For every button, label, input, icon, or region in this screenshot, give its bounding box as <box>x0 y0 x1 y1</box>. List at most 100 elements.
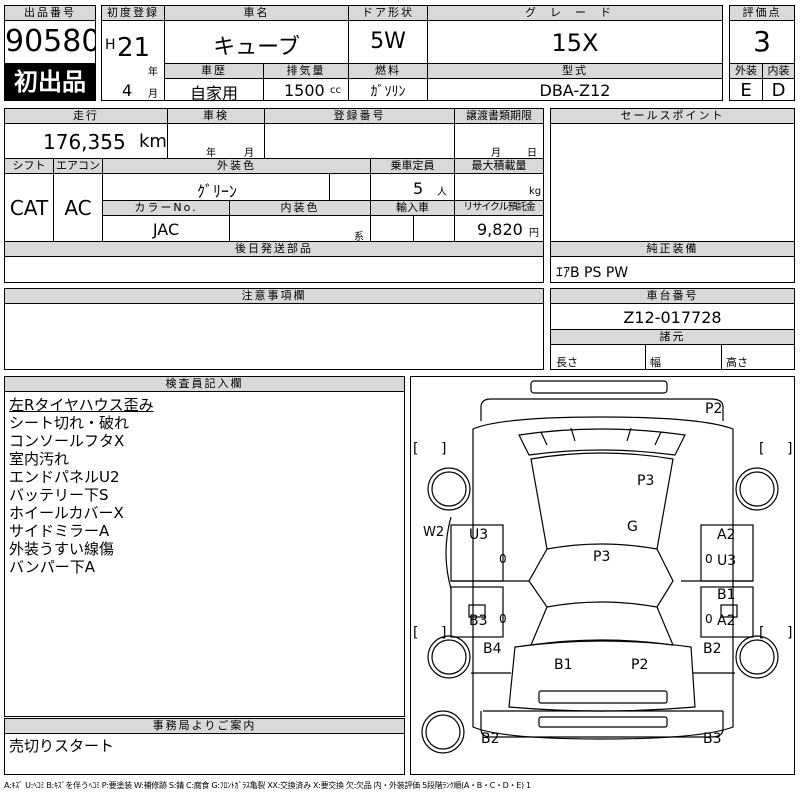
inspector-line: エンドパネルU2 <box>9 468 120 486</box>
car-outline <box>421 380 779 754</box>
genuine-equipment-label: 純正装備 <box>550 241 795 257</box>
lot-number-box: 90580 <box>4 20 96 64</box>
registration-month-unit: 月 <box>148 89 158 100</box>
transfer-docs-label: 譲渡書類期限 <box>454 108 544 124</box>
inspector-box: 左Rタイヤハウス歪み シート切れ・破れ コンソールフタX 室内汚れ エンドパネル… <box>4 391 405 717</box>
dimensions-box: 長さ 幅 高さ <box>550 344 795 370</box>
bracket: ] <box>441 625 447 641</box>
genuine-equipment-box: ｴｱB PS PW <box>550 256 795 283</box>
registration-year-unit: 年 <box>148 67 158 78</box>
damage-mark: B3 <box>703 731 722 747</box>
later-parts-label: 後日発送部品 <box>4 241 544 257</box>
zero-mark: 0 <box>499 612 507 626</box>
aircon-label: エアコン <box>53 158 103 174</box>
inspection-year-unit: 年 <box>206 148 216 159</box>
model-type-box: DBA-Z12 <box>427 78 723 101</box>
mileage-value: 176,355 <box>43 130 126 154</box>
inspector-line: バンパー下A <box>9 558 96 576</box>
inspection-label: 車検 <box>167 108 265 124</box>
history-box: 自家用 <box>164 78 264 103</box>
registration-year: 21 <box>117 33 151 63</box>
damage-mark: P2 <box>631 657 649 673</box>
recycle-unit: 円 <box>529 228 539 239</box>
reg-number-box <box>264 123 455 159</box>
lot-label: 出品番号 <box>4 5 96 21</box>
inspector-line: サイドミラーA <box>9 522 110 540</box>
transfer-docs-day-unit: 日 <box>527 148 537 159</box>
recycle-label: リサイクル預託金 <box>454 200 544 216</box>
import-label: 輸入車 <box>370 200 455 216</box>
bracket: [ <box>413 625 419 641</box>
inspector-line: 室内汚れ <box>9 450 70 468</box>
fuel-label: 燃料 <box>348 63 428 79</box>
displacement-box: 1500 cc <box>263 78 349 101</box>
model-type-label: 型式 <box>427 63 723 79</box>
bracket: ] <box>787 625 793 641</box>
notes-box <box>4 303 544 370</box>
damage-mark: B3 <box>469 613 488 629</box>
bracket: [ <box>759 625 765 641</box>
ext-color-label: 外装色 <box>102 158 371 174</box>
interior-grade-box: D <box>762 78 795 101</box>
inspector-line: 左Rタイヤハウス歪み <box>9 396 154 414</box>
damage-mark: B2 <box>481 731 500 747</box>
mileage-unit: km <box>139 131 167 152</box>
damage-mark: A2 <box>717 527 736 543</box>
dimensions-length: 長さ <box>556 356 578 369</box>
inspection-month-unit: 月 <box>244 148 254 159</box>
dimensions-height: 高さ <box>726 356 748 369</box>
inspector-line: ホイールカバーX <box>9 504 124 522</box>
car-diagram: [ ] [ ] [ ] [ ] 0 0 0 0 P2 P3 W2 U3 G A2… <box>410 376 795 775</box>
inspector-line: 外装うすい線傷 <box>9 540 115 558</box>
car-name-value: キューブ <box>213 35 300 60</box>
capacity-label: 乗車定員 <box>370 158 455 174</box>
capacity-value: 5 <box>413 179 424 198</box>
door-value: 5W <box>370 29 406 54</box>
score-box: 3 <box>729 20 795 64</box>
first-listing-text: 初出品 <box>14 68 86 96</box>
first-listing-badge: 初出品 <box>4 63 96 101</box>
inspector-line: バッテリー下S <box>9 486 109 504</box>
bracket: [ <box>759 441 765 457</box>
import-box <box>370 215 455 242</box>
chassis-value: Z12-017728 <box>623 308 722 327</box>
office-box: 売切りスタート <box>4 733 405 775</box>
exterior-grade-label: 外装 <box>729 63 763 79</box>
color-no-box: JAC <box>102 215 230 242</box>
door-label: ドア形状 <box>348 5 428 21</box>
int-color-unit: 系 <box>354 232 364 243</box>
max-load-label: 最大積載量 <box>454 158 544 174</box>
damage-mark: P3 <box>593 549 611 565</box>
office-value: 売切りスタート <box>9 737 115 755</box>
chassis-box: Z12-017728 <box>550 303 795 330</box>
int-color-box: 系 <box>229 215 371 243</box>
exterior-grade-box: E <box>729 78 763 101</box>
inspector-line: コンソールフタX <box>9 432 125 450</box>
damage-mark: G <box>627 519 638 535</box>
office-label: 事務局よりご案内 <box>4 718 405 734</box>
damage-mark: A2 <box>717 613 736 629</box>
mileage-box: 176,355 km <box>4 123 168 159</box>
color-no-value: JAC <box>152 220 180 239</box>
model-type-value: DBA-Z12 <box>539 81 611 100</box>
zero-mark: 0 <box>705 612 713 626</box>
damage-mark: U3 <box>469 527 489 543</box>
score-label: 評価点 <box>729 5 795 21</box>
recycle-box: 9,820 円 <box>454 215 544 242</box>
interior-grade-label: 内装 <box>762 63 795 79</box>
history-label: 車歴 <box>164 63 264 79</box>
car-name-box: キューブ <box>164 20 349 64</box>
color-no-label: カラーNo. <box>102 200 230 216</box>
transfer-docs-month-unit: 月 <box>491 148 501 159</box>
capacity-box: 5 人 <box>370 173 455 201</box>
history-value: 自家用 <box>189 84 238 103</box>
recycle-value: 9,820 <box>477 220 523 239</box>
shift-label: シフト <box>4 158 54 174</box>
legend: A:ｷｽﾞ U:ﾍｺﾐ B:ｷｽﾞを伴うﾍｺﾐ P:要塗装 W:補修跡 S:錆 … <box>4 781 531 790</box>
registration-label: 初度登録 <box>101 5 165 21</box>
reg-number-label: 登録番号 <box>264 108 455 124</box>
damage-mark: W2 <box>423 525 445 540</box>
chassis-label: 車台番号 <box>550 288 795 304</box>
dimensions-label: 諸元 <box>550 329 795 345</box>
exterior-grade-value: E <box>740 80 752 101</box>
